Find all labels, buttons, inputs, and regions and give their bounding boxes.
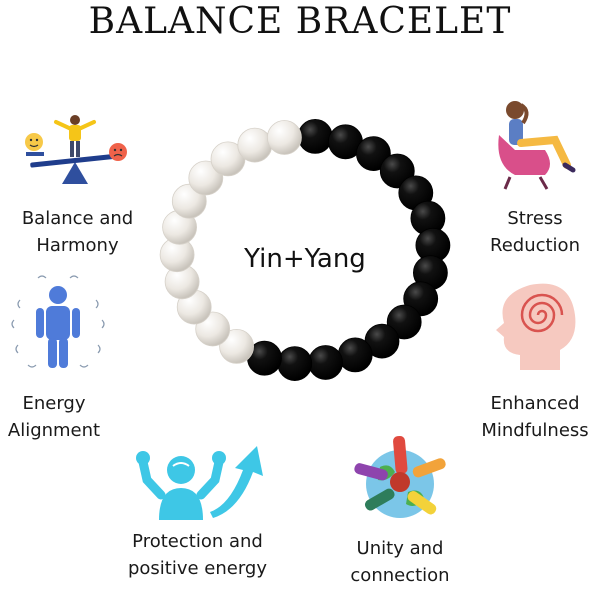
black-bead — [277, 346, 313, 382]
black-bead — [297, 118, 333, 154]
white-bead — [266, 120, 302, 155]
bracelet-label: Yin+Yang — [244, 244, 366, 274]
energy-person-icon — [11, 275, 105, 368]
white-bead — [237, 127, 273, 163]
strong-person-arrow-icon — [136, 446, 263, 520]
black-bead — [308, 345, 344, 380]
balance-scale-icon — [25, 115, 127, 184]
joined-hands-globe-icon — [354, 435, 446, 518]
black-bead — [337, 337, 373, 373]
spiral-head-icon — [496, 283, 576, 370]
white-bead — [219, 328, 255, 364]
relaxing-person-icon — [498, 101, 576, 190]
page-title: BALANCE BRACELET — [88, 1, 512, 42]
black-bead — [355, 136, 391, 172]
